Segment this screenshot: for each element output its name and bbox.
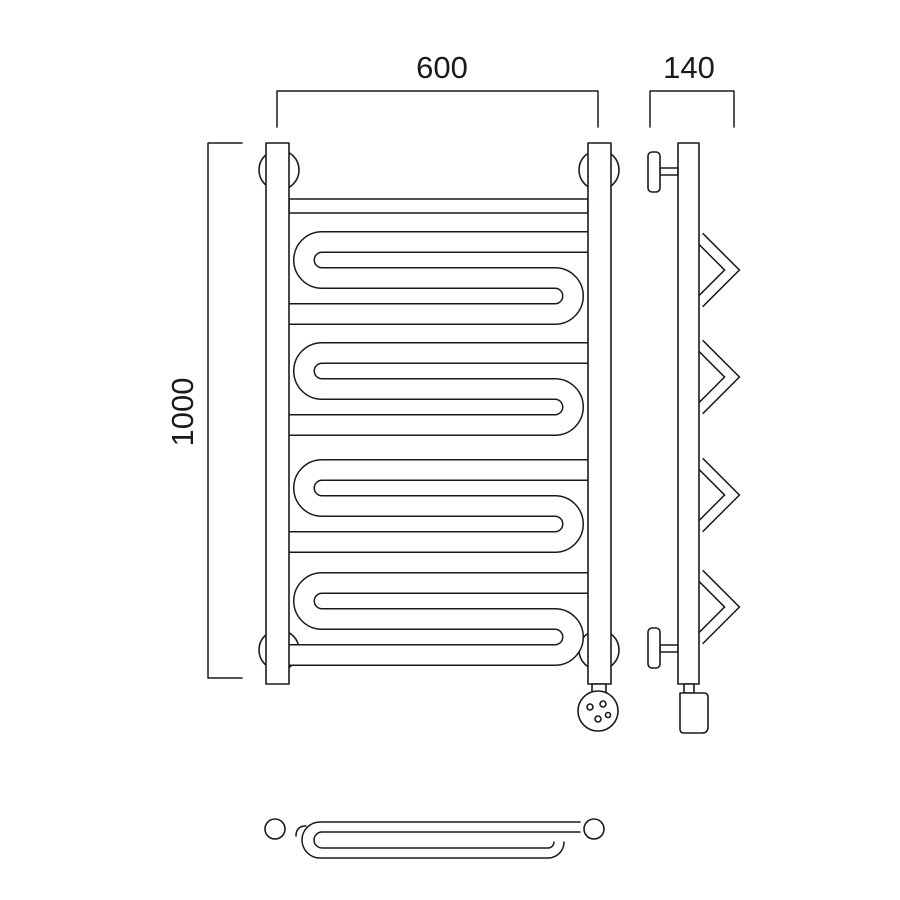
depth-dimension: 140 <box>649 50 735 128</box>
heater-knob-icon <box>577 690 619 732</box>
serpentine-section-1 <box>289 231 588 325</box>
side-profile-1 <box>694 232 741 308</box>
front-view <box>258 142 620 732</box>
side-bracket-top <box>647 151 679 193</box>
side-heater <box>679 683 709 734</box>
top-view-right-post <box>583 818 605 840</box>
side-bracket-bottom <box>647 627 679 669</box>
side-profile-2 <box>694 339 741 415</box>
height-dimension-line <box>207 142 243 679</box>
top-view-bend-detail <box>295 825 307 837</box>
depth-label: 140 <box>663 50 715 85</box>
width-label: 600 <box>416 50 468 85</box>
serpentine-section-2 <box>289 342 588 436</box>
height-dimension: 1000 <box>165 142 243 679</box>
side-profile-4 <box>694 569 741 645</box>
side-profile-3 <box>694 457 741 533</box>
right-post <box>587 142 612 685</box>
depth-dimension-line <box>649 90 735 128</box>
side-post <box>677 142 700 685</box>
top-view-left-post <box>264 818 286 840</box>
width-dimension-line <box>276 90 599 128</box>
top-view-inner-loop <box>313 831 581 849</box>
side-view <box>647 142 741 734</box>
top-crossbar <box>288 198 589 214</box>
width-dimension: 600 <box>276 50 599 128</box>
top-view <box>264 818 605 859</box>
serpentine-section-4 <box>289 572 588 666</box>
heating-element <box>577 683 619 732</box>
top-view-outer-loop <box>301 821 581 859</box>
left-post <box>265 142 290 685</box>
height-label: 1000 <box>165 378 200 447</box>
serpentine-section-3 <box>289 459 588 553</box>
